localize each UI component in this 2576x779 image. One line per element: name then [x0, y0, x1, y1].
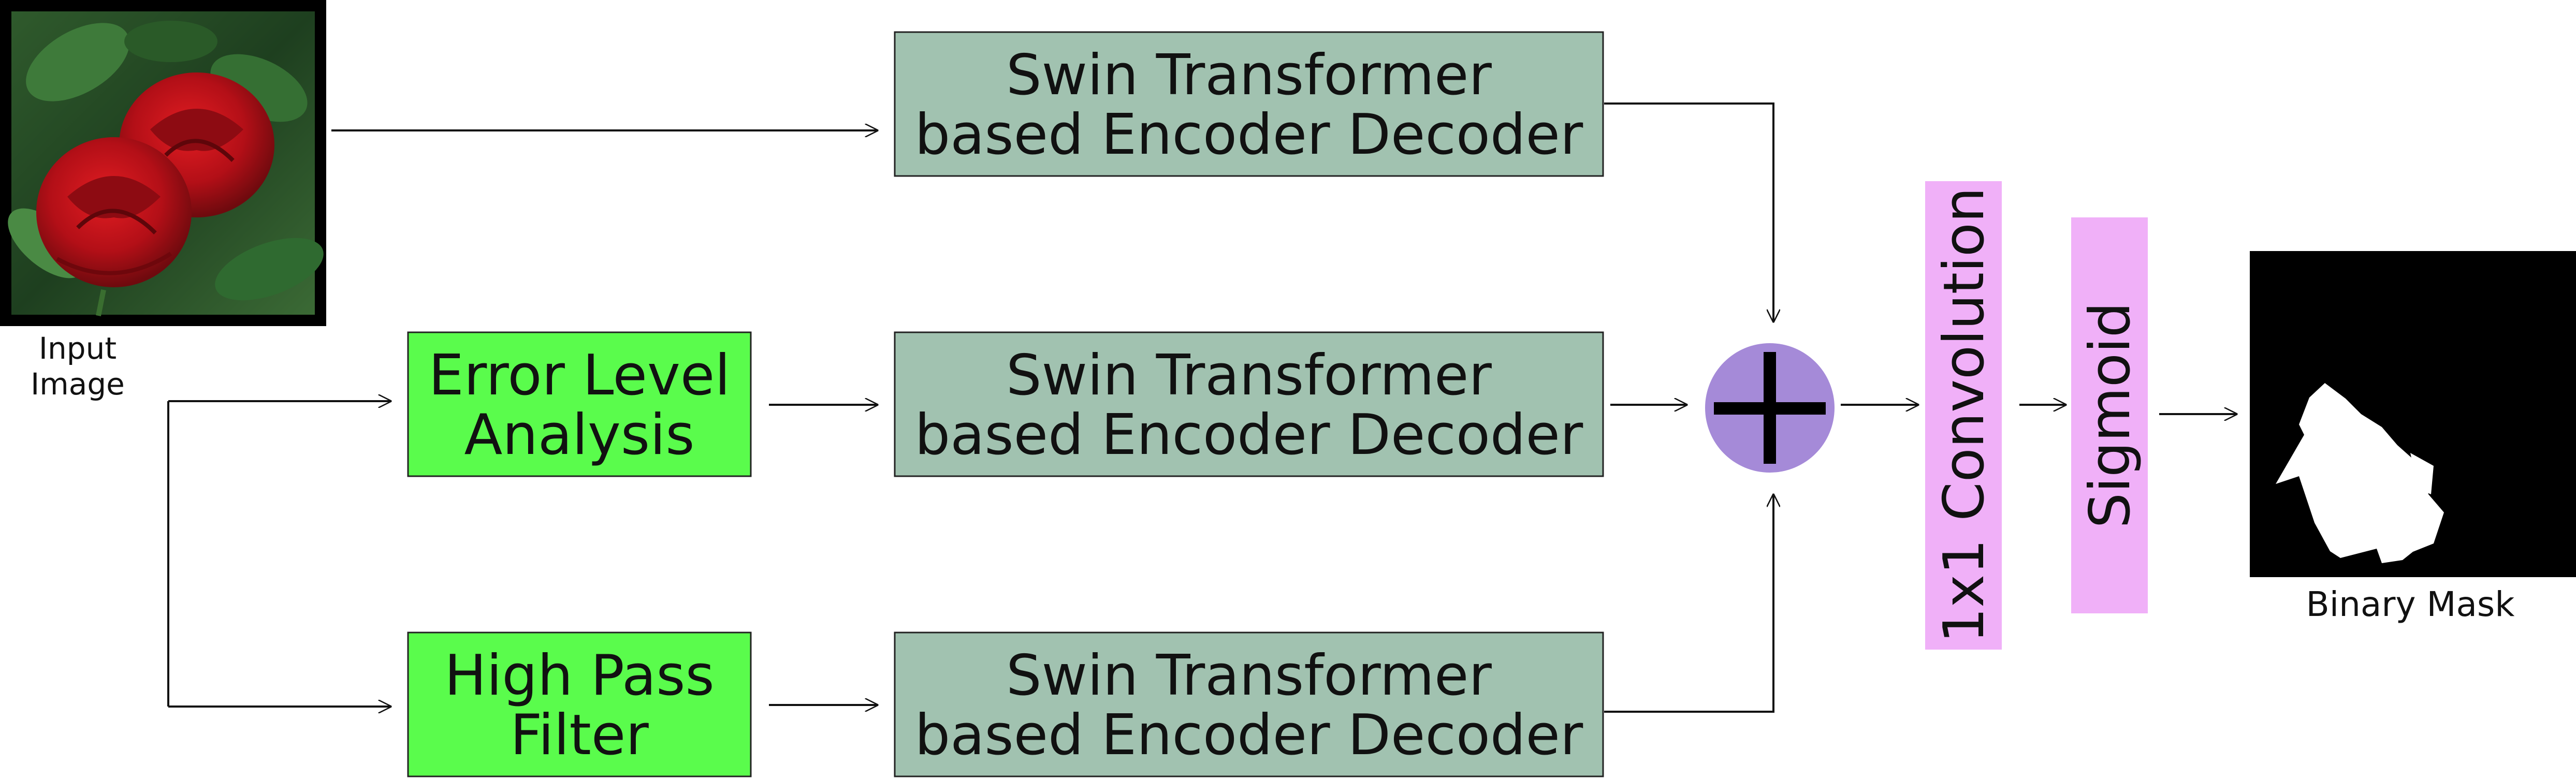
ela-line2: Analysis	[464, 403, 695, 467]
adder-node	[1705, 343, 1835, 473]
swin-top-line1: Swin Transformer	[1006, 43, 1492, 108]
ela-block: Error Level Analysis	[407, 331, 752, 477]
swin-bottom-line2: based Encoder Decoder	[915, 703, 1583, 768]
conv-label: 1x1 Convolution	[1932, 187, 1997, 643]
conv-block: 1x1 Convolution	[1925, 181, 2002, 650]
swin-block-middle: Swin Transformer based Encoder Decoder	[894, 331, 1604, 477]
sigmoid-label: Sigmoid	[2078, 302, 2143, 528]
swin-mid-line2: based Encoder Decoder	[915, 403, 1583, 467]
binary-mask-caption: Binary Mask	[2306, 584, 2515, 624]
hpf-line2: Filter	[510, 703, 649, 768]
input-caption-line1: Input	[39, 331, 117, 366]
swin-block-bottom: Swin Transformer based Encoder Decoder	[894, 631, 1604, 777]
swin-mid-line1: Swin Transformer	[1006, 343, 1492, 408]
input-caption-line2: Image	[31, 366, 125, 402]
plus-icon	[1714, 352, 1826, 464]
connectors	[167, 102, 2237, 712]
swin-bottom-line1: Swin Transformer	[1006, 643, 1492, 708]
binary-mask-image	[2250, 251, 2576, 577]
swin-block-top: Swin Transformer based Encoder Decoder	[894, 31, 1604, 177]
ela-line1: Error Level	[429, 343, 731, 408]
rose-front	[36, 137, 192, 287]
input-image	[0, 0, 326, 326]
hpf-line1: High Pass	[444, 643, 715, 708]
swin-top-line2: based Encoder Decoder	[915, 102, 1583, 167]
hpf-block: High Pass Filter	[407, 631, 752, 777]
sigmoid-block: Sigmoid	[2071, 217, 2148, 613]
